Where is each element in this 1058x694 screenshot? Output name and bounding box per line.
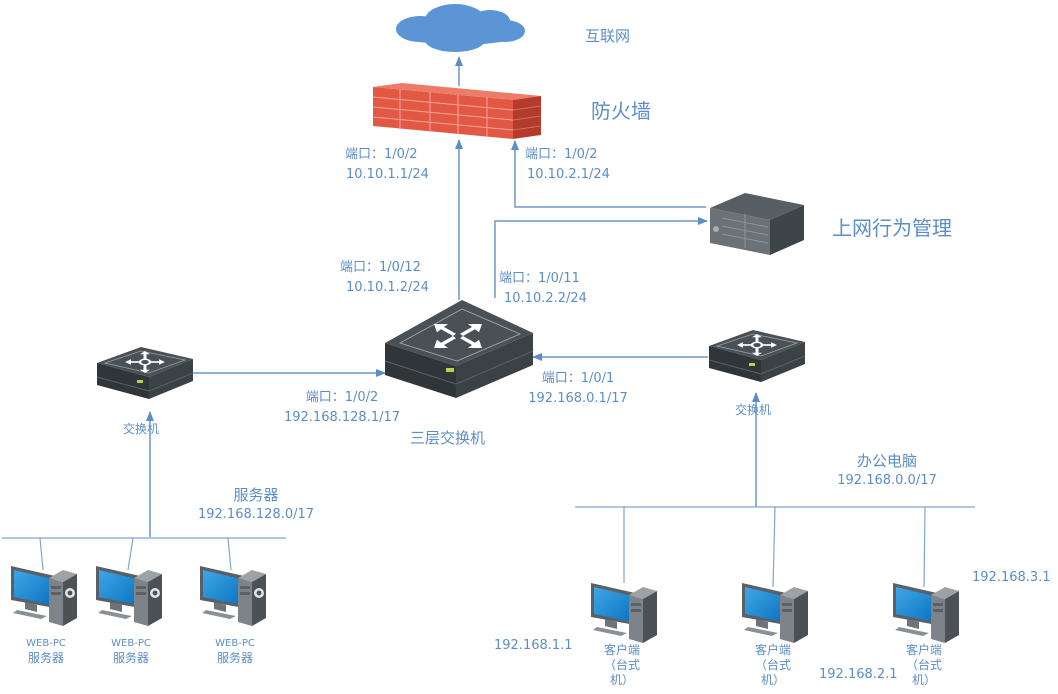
internet-label: 互联网 bbox=[585, 27, 631, 45]
port-ip: 10.10.2.1/24 bbox=[527, 167, 610, 182]
core-port-up-right: 端口：1/0/11 10.10.2.2/24 bbox=[499, 269, 587, 309]
client-line: 客户端 bbox=[603, 643, 640, 657]
server-host: WEB-PC bbox=[111, 638, 151, 649]
core-switch-label: 三层交换机 bbox=[410, 429, 486, 447]
port-name: 端口：1/0/12 bbox=[340, 260, 421, 275]
client-label: 客户端 （台式 机） bbox=[747, 643, 799, 688]
server-role: 服务器 bbox=[216, 651, 253, 665]
behavior-mgmt-label: 上网行为管理 bbox=[832, 216, 952, 240]
server-segment: 服务器 192.168.128.0/17 bbox=[196, 485, 316, 525]
port-name: 端口：1/0/2 bbox=[525, 147, 598, 162]
client-line: 客户端 bbox=[754, 643, 791, 657]
port-ip: 192.168.128.1/17 bbox=[283, 410, 401, 425]
client-line: （台式 bbox=[603, 658, 640, 672]
core-port-right: 端口：1/0/1 192.168.0.1/17 bbox=[524, 369, 632, 409]
client-line: 客户端 bbox=[905, 643, 942, 657]
core-port-left: 端口：1/0/2 192.168.128.1/17 bbox=[280, 388, 404, 428]
firewall-label: 防火墙 bbox=[591, 99, 651, 123]
client-pc-icon bbox=[742, 583, 808, 643]
server-role: 服务器 bbox=[112, 651, 149, 665]
link-behavior-firewall bbox=[511, 140, 706, 208]
server-switch-label: 交换机 bbox=[123, 422, 160, 436]
cross-arrows-icon bbox=[434, 324, 482, 348]
client-pc-icon bbox=[591, 583, 657, 643]
segment-subnet: 192.168.0.0/17 bbox=[837, 473, 937, 488]
server-label: WEB-PC 服务器 bbox=[16, 637, 76, 665]
server-role: 服务器 bbox=[27, 651, 64, 665]
client-ip: 192.168.3.1 bbox=[972, 570, 1051, 585]
server-pc-icon bbox=[11, 566, 77, 626]
server-pc-icon bbox=[96, 566, 162, 626]
port-ip: 10.10.2.2/24 bbox=[504, 291, 587, 306]
server-pc-icon bbox=[200, 566, 266, 626]
client-line: （台式 bbox=[754, 658, 791, 672]
client-label: 客户端 （台式 机） bbox=[898, 643, 950, 688]
link-core-behavior bbox=[494, 217, 708, 298]
segment-name: 服务器 bbox=[233, 486, 279, 504]
client-line: 机） bbox=[911, 673, 936, 687]
client-ip: 192.168.2.1 bbox=[819, 667, 898, 682]
client-ip: 192.168.1.1 bbox=[494, 638, 573, 653]
port-name: 端口：1/0/1 bbox=[541, 371, 615, 386]
l3-switch-icon bbox=[384, 300, 534, 398]
office-switch-label: 交换机 bbox=[735, 403, 772, 417]
office-segment: 办公电脑 192.168.0.0/17 bbox=[832, 451, 942, 491]
segment-name: 办公电脑 bbox=[856, 452, 917, 470]
port-name: 端口：1/0/2 bbox=[345, 147, 418, 162]
segment-subnet: 192.168.128.0/17 bbox=[197, 507, 315, 522]
core-port-up-left: 端口：1/0/12 10.10.1.2/24 bbox=[340, 258, 429, 298]
server-label: WEB-PC 服务器 bbox=[205, 637, 265, 665]
port-name: 端口：1/0/11 bbox=[499, 271, 580, 286]
server-switch-icon bbox=[95, 345, 195, 401]
server-host: WEB-PC bbox=[215, 638, 255, 649]
port-ip: 192.168.0.1/17 bbox=[528, 391, 628, 406]
links bbox=[2, 56, 975, 588]
firewall-port-left: 端口：1/0/2 10.10.1.1/24 bbox=[345, 145, 429, 185]
cloud-icon bbox=[396, 4, 525, 52]
server-label: WEB-PC 服务器 bbox=[101, 637, 161, 665]
firewall-icon bbox=[372, 83, 542, 139]
port-ip: 10.10.1.2/24 bbox=[346, 280, 429, 295]
client-line: （台式 bbox=[905, 658, 942, 672]
client-label: 客户端 （台式 机） bbox=[596, 643, 648, 688]
office-switch-icon bbox=[707, 328, 807, 384]
firewall-port-right: 端口：1/0/2 10.10.2.1/24 bbox=[525, 145, 610, 185]
port-ip: 10.10.1.1/24 bbox=[346, 167, 429, 182]
client-line: 机） bbox=[609, 673, 634, 687]
client-line: 机） bbox=[760, 673, 785, 687]
port-name: 端口：1/0/2 bbox=[305, 390, 379, 405]
server-host: WEB-PC bbox=[26, 638, 66, 649]
server-appliance-icon bbox=[710, 193, 804, 255]
client-pc-icon bbox=[893, 583, 959, 643]
